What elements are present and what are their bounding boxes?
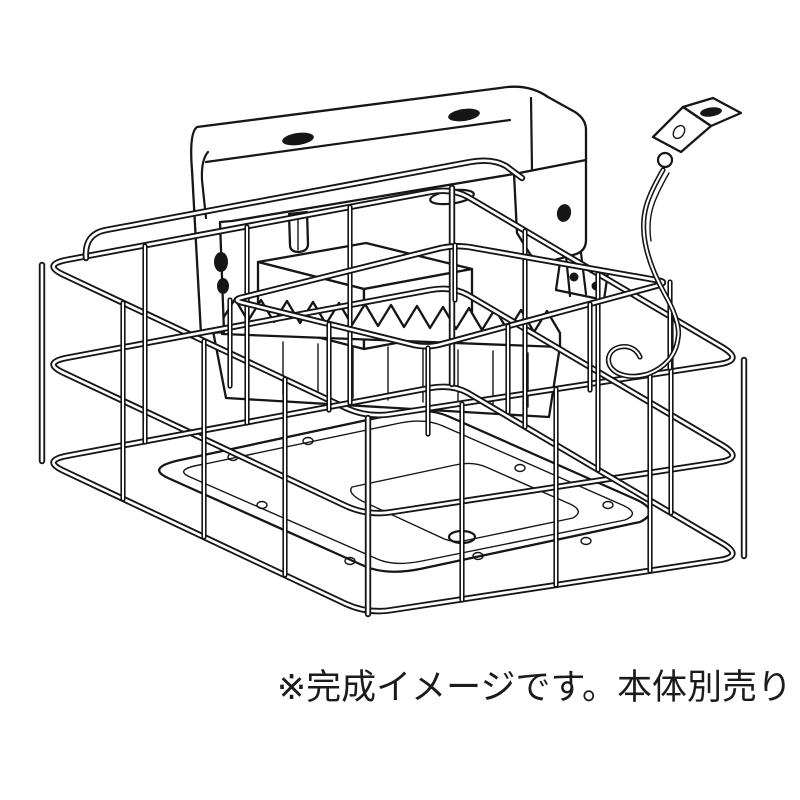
safety-wire-strand: [649, 172, 670, 242]
bracket-bolt: [556, 204, 572, 222]
clamp-bolt: [569, 272, 579, 282]
safety-wire-bracket: [651, 105, 713, 154]
screw: [514, 463, 526, 473]
bottom-plate-mounting-plate: [350, 462, 579, 543]
cage-collar-rim: [235, 244, 665, 348]
bracket-leg-bolt: [214, 252, 228, 272]
bracket-leg-bolt: [217, 278, 229, 294]
screw: [580, 536, 592, 546]
screw: [602, 500, 614, 510]
cage-bottom-rim: [52, 385, 734, 613]
cage-top-rim: [52, 189, 734, 417]
bracket-hole: [672, 124, 686, 140]
bracket-crease: [204, 118, 512, 164]
safety-wire: [607, 169, 680, 378]
caption: ※完成イメージです。本体別売り: [276, 668, 792, 707]
cage-inner-top-rail: [84, 159, 524, 260]
mounting-bracket: [190, 85, 588, 336]
screw: [344, 556, 356, 566]
bracket-outline: [190, 85, 588, 336]
screw: [302, 436, 314, 446]
screw: [256, 500, 268, 510]
wire-guard-cage: [38, 157, 748, 618]
bottom-plate-outline: [157, 409, 651, 573]
safety-wire-assembly: [605, 96, 743, 379]
wire-thimble-ring: [656, 151, 674, 169]
bracket-hole: [700, 107, 722, 117]
bracket-slot-hole: [282, 132, 314, 146]
bracket-slot-hole: [448, 108, 480, 122]
screw: [472, 551, 484, 561]
